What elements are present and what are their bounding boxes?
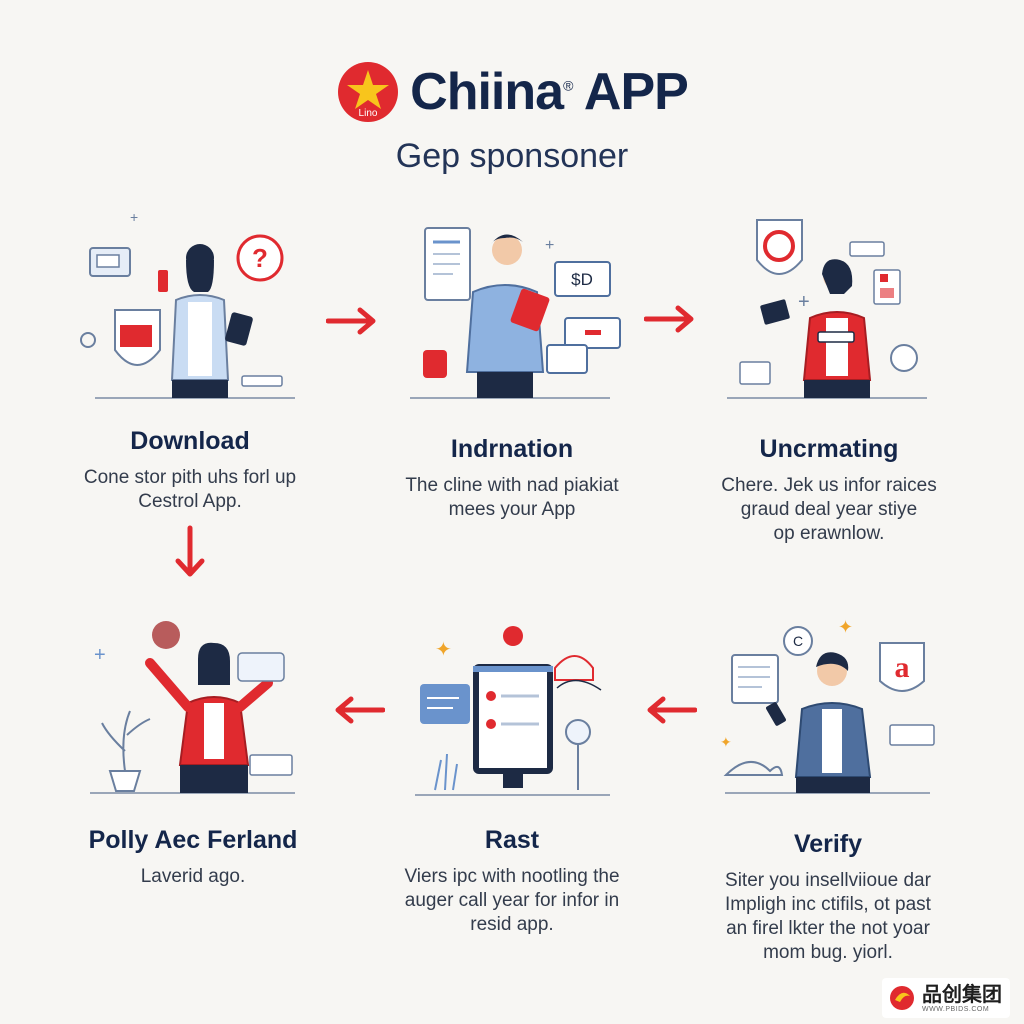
logo-row: Lino Chiina® APP: [336, 60, 689, 124]
arrow-down-icon: [175, 525, 205, 577]
svg-text:?: ?: [252, 243, 268, 273]
step-description-line: Cone stor pith uhs forl up: [83, 467, 297, 488]
svg-text:C: C: [793, 633, 803, 649]
price-tag-icon: $D: [554, 261, 611, 297]
step-description: The cline with nad piakiat mees your App: [362, 474, 662, 522]
step-description-line: The cline with nad piakiat: [405, 475, 619, 496]
app-subtitle: Gep sponsoner: [395, 137, 629, 175]
step-description-line: resid app.: [470, 914, 554, 935]
step-title: Rast: [484, 826, 540, 854]
watermark-name: 品创集团: [922, 981, 1002, 1006]
step-download: Download Cone stor pith uhs forl up Cest…: [40, 427, 340, 514]
step-3-illustration: +: [727, 219, 927, 399]
watermark-logo-icon: [890, 986, 914, 1010]
svg-text:✦: ✦: [838, 617, 853, 637]
step-description-line: Impligh inc ctifils, ot past: [725, 894, 931, 915]
watermark-text: 品创集团 WWW.PBIDS.COM: [922, 984, 1002, 1013]
registered-mark: ®: [563, 77, 573, 94]
svg-text:+: +: [798, 291, 810, 313]
arrow-right-2-icon: [644, 305, 694, 333]
arrow-right-1-icon: [326, 307, 376, 335]
step-description: Siter you insellviioue dar Impligh inc c…: [678, 869, 978, 965]
svg-text:$D: $D: [571, 270, 593, 289]
step-5-illustration: ✦: [415, 626, 610, 796]
step-title: Download: [130, 427, 250, 455]
letter-a-badge-icon: a: [879, 642, 925, 692]
app-title-name: Chiina: [410, 63, 564, 121]
step-description-line: auger call year for infor in: [404, 890, 620, 911]
step-4-illustration: +: [90, 621, 295, 794]
arrow-left-1-icon: [335, 696, 385, 724]
svg-text:+: +: [545, 237, 554, 254]
svg-text:✦: ✦: [720, 734, 732, 750]
step-polly-aec-ferland: Polly Aec Ferland Laverid ago.: [43, 826, 343, 889]
step-title: Uncrmating: [759, 435, 899, 463]
step-description-line: op erawnlow.: [773, 523, 885, 544]
step-description-line: Laverid ago.: [140, 866, 246, 887]
svg-text:a: a: [895, 651, 910, 684]
app-title-suffix: APP: [572, 63, 689, 121]
step-description-line: mees your App: [448, 499, 576, 520]
svg-text:+: +: [94, 644, 106, 666]
step-description-line: Viers ipc with nootling the: [404, 866, 620, 887]
step-description: Cone stor pith uhs forl up Cestrol App.: [40, 466, 340, 514]
step-title: Polly Aec Ferland: [88, 826, 298, 854]
step-description-line: graud deal year stiye: [740, 499, 918, 520]
step-title: Indrnation: [450, 435, 574, 463]
china-flag-logo-icon: Lino: [338, 62, 399, 122]
arrow-left-2-icon: [647, 696, 697, 724]
step-6-illustration: C ✦ a ✦: [720, 617, 935, 794]
step-description-line: an firel lkter the not yoar: [726, 918, 930, 939]
step-description: Laverid ago.: [43, 865, 343, 889]
help-bubble-icon: ?: [236, 234, 284, 282]
logo-caption: Lino: [359, 108, 378, 119]
step-rast: Rast Viers ipc with nootling the auger c…: [362, 826, 662, 937]
step-1-illustration: ? +: [80, 210, 295, 399]
header: Lino Chiina® APP Gep sponsoner: [0, 60, 1024, 176]
step-uncrmating: Uncrmating Chere. Jek us infor raices gr…: [679, 435, 979, 546]
step-verify: Verify Siter you insellviioue dar Implig…: [678, 830, 978, 965]
step-description: Chere. Jek us infor raices graud deal ye…: [679, 474, 979, 546]
svg-text:+: +: [130, 210, 138, 225]
watermark: 品创集团 WWW.PBIDS.COM: [882, 978, 1010, 1018]
step-description-line: Cestrol App.: [138, 491, 242, 512]
step-2-illustration: $D +: [410, 227, 621, 399]
step-title: Verify: [793, 830, 863, 858]
chat-c-bubble-icon: C: [783, 626, 813, 656]
step-indrnation: Indrnation The cline with nad piakiat me…: [362, 435, 662, 522]
step-description-line: mom bug. yiorl.: [763, 942, 893, 963]
watermark-url: WWW.PBIDS.COM: [922, 1005, 990, 1013]
app-title: Chiina® APP: [410, 62, 689, 122]
step-description: Viers ipc with nootling the auger call y…: [362, 865, 662, 937]
step-description-line: Chere. Jek us infor raices: [721, 475, 937, 496]
step-description-line: Siter you insellviioue dar: [725, 870, 931, 891]
svg-text:✦: ✦: [435, 639, 452, 661]
